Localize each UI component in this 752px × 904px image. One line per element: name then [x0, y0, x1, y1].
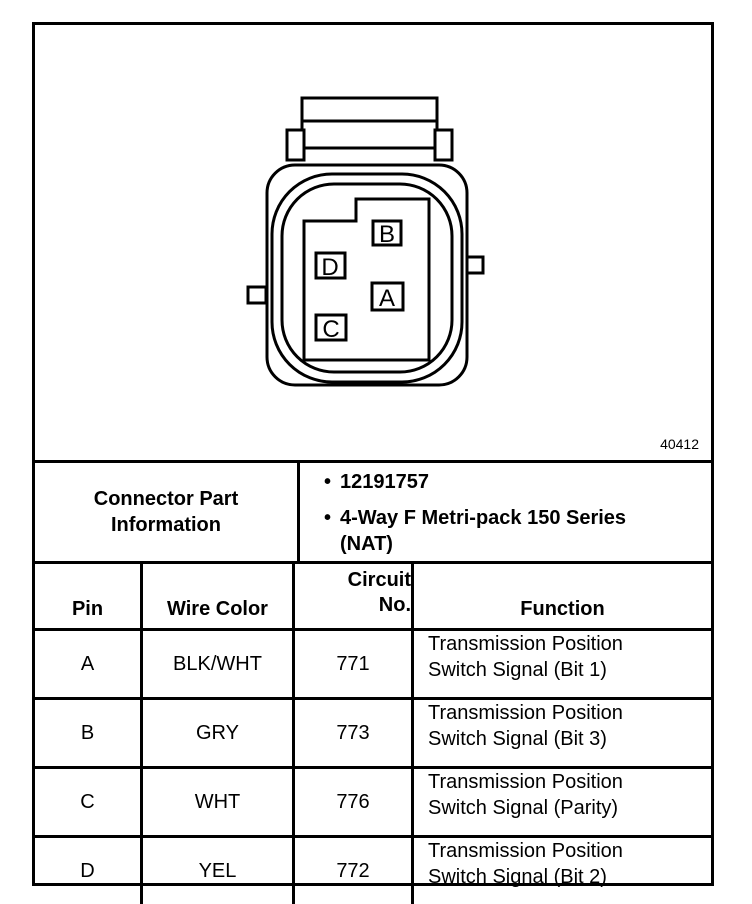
- part-info-item: • 4-Way F Metri-pack 150 Series (NAT): [324, 505, 630, 557]
- header-circuit-line2: No.: [378, 594, 411, 616]
- part-info-section: Connector Part Information • 12191757 • …: [35, 463, 711, 564]
- table-row: C WHT 776 Transmission Position Switch S…: [35, 769, 711, 838]
- part-info-label-text: Connector Part Information: [93, 488, 239, 536]
- part-info-item: • 12191757: [324, 469, 630, 495]
- wire-color-cell: BLK/WHT: [143, 631, 295, 697]
- connector-seal-ring-outer: [270, 172, 464, 384]
- function-cell: Transmission Position Switch Signal (Bit…: [414, 700, 711, 766]
- keyed-cavity: [302, 197, 431, 362]
- connector-description: 4-Way F Metri-pack 150 Series (NAT): [340, 507, 627, 555]
- function-line1: Transmission Position: [428, 840, 623, 862]
- pin-c-label: C: [322, 316, 339, 343]
- pin-cell: C: [35, 769, 143, 835]
- right-latch-ear: [433, 128, 454, 162]
- header-function: Function: [520, 598, 605, 620]
- table-row: D YEL 772 Transmission Position Switch S…: [35, 838, 711, 904]
- part-info-label: Connector Part Information: [35, 463, 300, 561]
- table-row: B GRY 773 Transmission Position Switch S…: [35, 700, 711, 769]
- pin-cell: B: [35, 700, 143, 766]
- pin-c-box: [314, 313, 348, 342]
- connector-seal-ring-inner: [280, 182, 454, 374]
- figure-number: 40412: [660, 436, 699, 452]
- pin-cell: A: [35, 631, 143, 697]
- function-line2: Switch Signal (Bit 1): [428, 659, 607, 681]
- wire-color-cell: YEL: [143, 838, 295, 904]
- pin-a-box: [370, 281, 405, 312]
- pinout-table: Pin Wire Color Circuit No. Function A BL…: [35, 564, 711, 904]
- circuit-cell: 773: [295, 700, 414, 766]
- function-cell: Transmission Position Switch Signal (Bit…: [414, 838, 711, 904]
- bullet-icon: •: [324, 507, 332, 529]
- circuit-cell: 776: [295, 769, 414, 835]
- header-wire-color: Wire Color: [143, 564, 295, 628]
- function-cell: Transmission Position Switch Signal (Par…: [414, 769, 711, 835]
- header-circuit-no: Circuit No.: [295, 564, 414, 628]
- function-line1: Transmission Position: [428, 771, 623, 793]
- pin-b-box: [371, 219, 403, 247]
- top-latch-body: [300, 96, 439, 150]
- pin-d-box: [314, 251, 347, 280]
- pin-cell: D: [35, 838, 143, 904]
- function-line1: Transmission Position: [428, 633, 623, 655]
- header-pin: Pin: [35, 564, 143, 628]
- table-header-row: Pin Wire Color Circuit No. Function: [35, 564, 711, 631]
- connector-document-frame: B D A C 40412 Connector Part Information…: [32, 22, 714, 904]
- function-line2: Switch Signal (Bit 3): [428, 728, 607, 750]
- left-side-tab: [246, 285, 268, 305]
- circuit-cell: 772: [295, 838, 414, 904]
- part-info-list: • 12191757 • 4-Way F Metri-pack 150 Seri…: [324, 469, 630, 557]
- circuit-cell: 771: [295, 631, 414, 697]
- part-number: 12191757: [340, 471, 429, 493]
- table-row: A BLK/WHT 771 Transmission Position Swit…: [35, 631, 711, 700]
- pin-d-label: D: [321, 254, 338, 281]
- bullet-icon: •: [324, 471, 332, 493]
- pin-b-label: B: [379, 221, 395, 248]
- connector-diagram: B D A C 40412: [35, 25, 711, 463]
- function-cell: Transmission Position Switch Signal (Bit…: [414, 631, 711, 697]
- function-line2: Switch Signal (Bit 2): [428, 866, 607, 888]
- wire-color-cell: WHT: [143, 769, 295, 835]
- function-line2: Switch Signal (Parity): [428, 797, 619, 819]
- left-latch-ear: [285, 128, 306, 162]
- header-circuit-line1: Circuit: [347, 569, 411, 591]
- connector-face-drawing: B D A C: [246, 96, 485, 387]
- pin-a-label: A: [379, 285, 395, 312]
- wire-color-cell: GRY: [143, 700, 295, 766]
- function-line1: Transmission Position: [428, 702, 623, 724]
